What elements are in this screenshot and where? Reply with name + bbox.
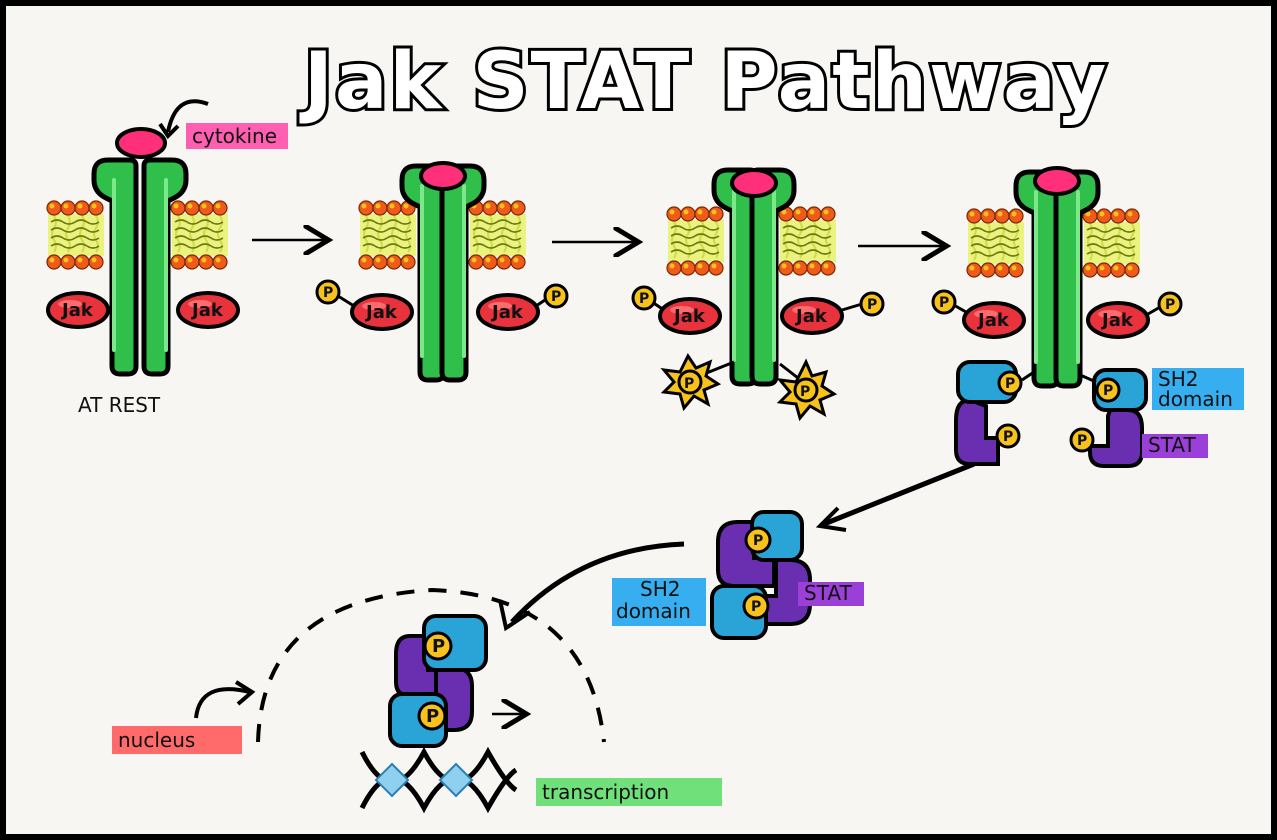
cytokine-highlight: [186, 123, 288, 149]
membrane-left: [46, 200, 105, 270]
phosphate: [744, 526, 772, 554]
phosphate-label: P: [939, 295, 949, 311]
membrane-right: [170, 200, 229, 270]
stage-cytokine-bound: Jak Jak P P: [315, 161, 569, 380]
stat-highlight: [798, 582, 864, 606]
phosphate-label: P: [867, 297, 877, 313]
phosphate-label: P: [551, 289, 561, 305]
cytokine: [1033, 166, 1081, 196]
membrane-left: [666, 206, 725, 276]
at-rest-label: AT REST: [78, 393, 161, 417]
phosphate-label: P: [323, 285, 333, 301]
jak-label: Jak: [364, 302, 398, 323]
membrane-left: [966, 208, 1025, 278]
nucleus-arrow: [194, 687, 251, 719]
phosphate-label: P: [432, 636, 445, 657]
phosphate: [417, 701, 447, 731]
jak-label: Jak: [190, 300, 224, 321]
phosphate: [742, 592, 770, 620]
arrow: [510, 541, 685, 624]
phosphate-label: P: [751, 599, 761, 615]
cytokine-arrow: [166, 99, 209, 133]
nucleus: P P: [256, 587, 606, 814]
phosphate-label: P: [800, 384, 810, 400]
phosphate: [1095, 377, 1121, 403]
jak-label: Jak: [60, 300, 94, 321]
membrane-right: [778, 206, 837, 276]
phosphate: [997, 370, 1023, 396]
dna-helix: [359, 746, 518, 814]
membrane-left: [358, 200, 417, 270]
sh2-label-line1: SH2: [1158, 367, 1198, 391]
jak-label: Jak: [672, 306, 706, 327]
phosphate: [1069, 427, 1095, 453]
phosphate: [995, 423, 1021, 449]
stat-dimer: P P SH2 domain STAT: [612, 510, 864, 640]
nuclear-envelope: [256, 587, 606, 743]
jak-label: Jak: [794, 306, 828, 327]
stat-protein: [954, 397, 1000, 466]
membrane-right: [468, 200, 527, 270]
stat-label: STAT: [1148, 433, 1196, 457]
sh2-highlight: [612, 578, 706, 626]
stat-label: STAT: [804, 581, 852, 605]
diagram-title: Jak STAT Pathway: [299, 37, 1108, 127]
jak-label: Jak: [490, 302, 524, 323]
cytokine: [419, 161, 467, 191]
sh2-highlight: [1152, 368, 1244, 410]
phosphate-label: P: [1103, 383, 1113, 399]
phosphate-label: P: [753, 533, 763, 549]
cytokine: [115, 127, 167, 159]
membrane-right: [1082, 208, 1141, 278]
jak-label: Jak: [1100, 310, 1134, 331]
phosphate-label: P: [1165, 297, 1175, 313]
jak-label: Jak: [976, 310, 1010, 331]
transcription-label: transcription: [542, 780, 669, 804]
stage-at-rest: cytokine Jak Jak AT REST: [46, 99, 288, 417]
nucleus-label: nucleus: [118, 728, 195, 752]
phosphate: [423, 631, 453, 661]
sh2-label-line2: domain: [1158, 387, 1233, 411]
transcription-highlight: [536, 778, 722, 806]
arrow: [823, 461, 975, 527]
stage-receptor-phosphorylated: Jak Jak P P P P: [631, 168, 885, 422]
stat-highlight: [1142, 434, 1208, 458]
phosphate-label: P: [426, 706, 439, 727]
sh2-label-line1: SH2: [640, 577, 680, 601]
phosphate-label: P: [1003, 429, 1013, 445]
phosphate-label: P: [639, 291, 649, 307]
stat-protein: [1088, 408, 1144, 468]
phosphate-label: P: [1077, 433, 1087, 449]
stage-stat-recruitment: Jak Jak P P P P P P SH2 domain STAT: [931, 166, 1244, 468]
phosphate-label: P: [1005, 376, 1015, 392]
phosphate-label: P: [684, 376, 694, 392]
cytokine-label: cytokine: [192, 124, 277, 148]
cytokine: [730, 168, 778, 198]
sh2-label-line2: domain: [616, 599, 691, 623]
nucleus-highlight: [112, 726, 242, 754]
